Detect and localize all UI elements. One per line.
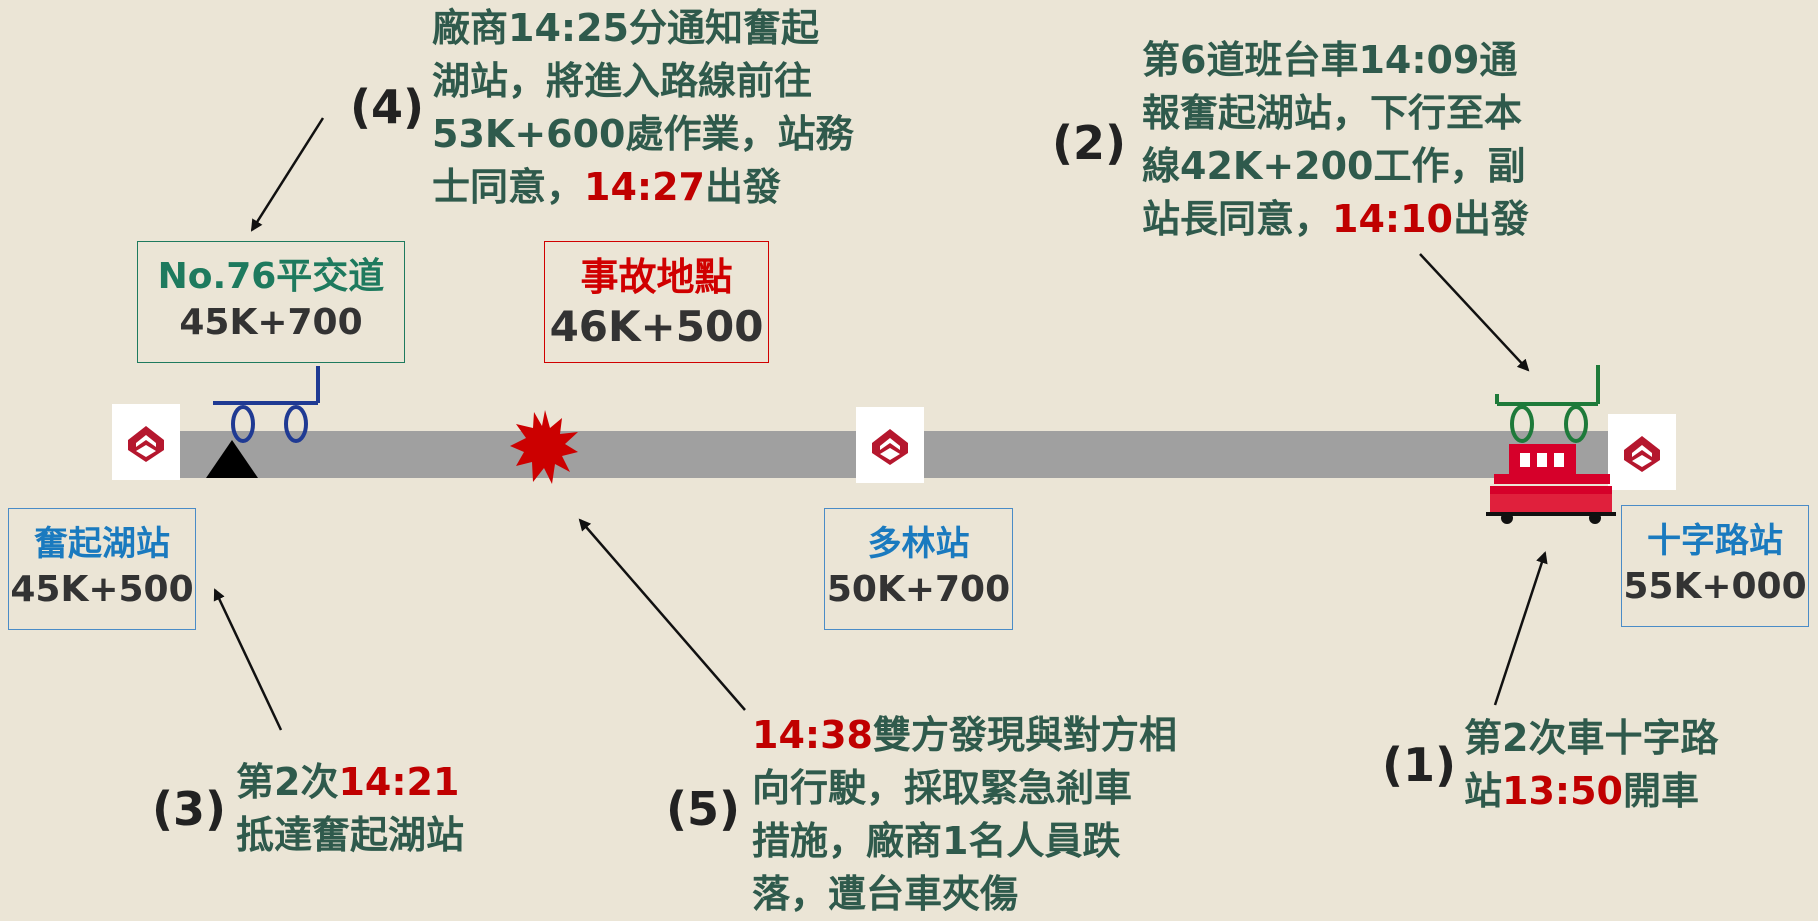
step-number: (2) <box>1052 116 1127 170</box>
step-2-line: 報奮起湖站，下行至本 <box>1142 91 1523 135</box>
step-number: (5) <box>666 782 741 836</box>
step-3-time: 14:21 <box>338 760 460 804</box>
accident-name: 事故地點 <box>580 255 733 299</box>
step-2-note: 第6道班台車14:09通 報奮起湖站，下行至本 線42K+200工作，副 站長同… <box>1142 34 1529 246</box>
step-5-line: 落，遭台車夾傷 <box>752 872 1019 916</box>
step-1-line: 站 <box>1464 769 1503 813</box>
crossing-name: No.76平交道 <box>157 256 385 297</box>
step-3-pre: 第2次 <box>236 760 339 804</box>
accident-label-box: 事故地點 46K+500 <box>544 241 769 363</box>
step-3-line: 抵達奮起湖站 <box>236 813 465 857</box>
station-km: 45K+500 <box>10 569 194 610</box>
station-logo-icon <box>856 407 924 483</box>
step-number: (1) <box>1382 738 1457 792</box>
step-2-after: 出發 <box>1452 197 1529 241</box>
accident-km: 46K+500 <box>549 302 764 351</box>
step-number: (4) <box>350 80 425 134</box>
step-2-time: 14:10 <box>1332 197 1453 241</box>
step-1-note: 第2次車十字路 站13:50開車 <box>1464 712 1718 818</box>
station-logo-icon <box>112 404 180 480</box>
step-1-time: 13:50 <box>1502 769 1623 813</box>
step-2-line: 站長同意， <box>1142 197 1333 241</box>
station-box-fenqihu: 奮起湖站 45K+500 <box>8 508 196 630</box>
step-2-line: 第6道班台車14:09通 <box>1142 38 1518 82</box>
arrow-step-5 <box>578 518 746 711</box>
crossing-km: 45K+700 <box>179 302 363 343</box>
step-5-note: 14:38雙方發現與對方相 向行駛，採取緊急剎車 措施，廠商1名人員跌 落，遭台… <box>752 709 1177 921</box>
locomotive-icon <box>1486 444 1616 524</box>
station-km: 50K+700 <box>826 569 1011 610</box>
railway-crossing-icon <box>206 440 258 478</box>
station-name: 多林站 <box>867 524 970 564</box>
step-2-line: 線42K+200工作，副 <box>1142 144 1526 188</box>
step-1-line: 第2次車十字路 <box>1464 716 1719 760</box>
station-box-duolin: 多林站 50K+700 <box>824 508 1013 630</box>
arrow-step-3 <box>213 588 283 731</box>
station-name: 奮起湖站 <box>34 524 170 564</box>
arrow-step-1 <box>1493 551 1548 706</box>
step-4-line: 湖站，將進入路線前往 <box>432 59 813 103</box>
arrow-step-2 <box>1419 253 1530 372</box>
explosion-icon <box>510 410 578 484</box>
station-box-shizilu: 十字路站 55K+000 <box>1621 505 1809 627</box>
station-name: 十字路站 <box>1647 521 1783 561</box>
step-4-line: 廠商14:25分通知奮起 <box>432 6 819 50</box>
step-1-after: 開車 <box>1622 769 1699 813</box>
station-km: 55K+000 <box>1623 566 1807 607</box>
step-3-note: 第2次14:21 抵達奮起湖站 <box>236 756 464 862</box>
step-5-time: 14:38 <box>752 713 873 757</box>
station-logo-icon <box>1608 414 1676 490</box>
step-4-line: 士同意， <box>432 165 585 209</box>
step-4-note: 廠商14:25分通知奮起 湖站，將進入路線前往 53K+600處作業，站務 士同… <box>432 2 854 214</box>
rail-cart-icon <box>213 366 320 443</box>
step-5-line: 措施，廠商1名人員跌 <box>752 819 1121 863</box>
crossing-label-box: No.76平交道 45K+700 <box>137 241 405 363</box>
arrow-step-4 <box>250 117 325 232</box>
step-number: (3) <box>152 782 227 836</box>
step-4-line: 53K+600處作業，站務 <box>432 112 854 156</box>
rail-cart-icon <box>1495 365 1600 443</box>
step-5-line: 向行駛，採取緊急剎車 <box>752 766 1133 810</box>
step-5-line: 雙方發現與對方相 <box>872 713 1177 757</box>
step-4-time: 14:27 <box>584 165 705 209</box>
step-4-after: 出發 <box>704 165 781 209</box>
